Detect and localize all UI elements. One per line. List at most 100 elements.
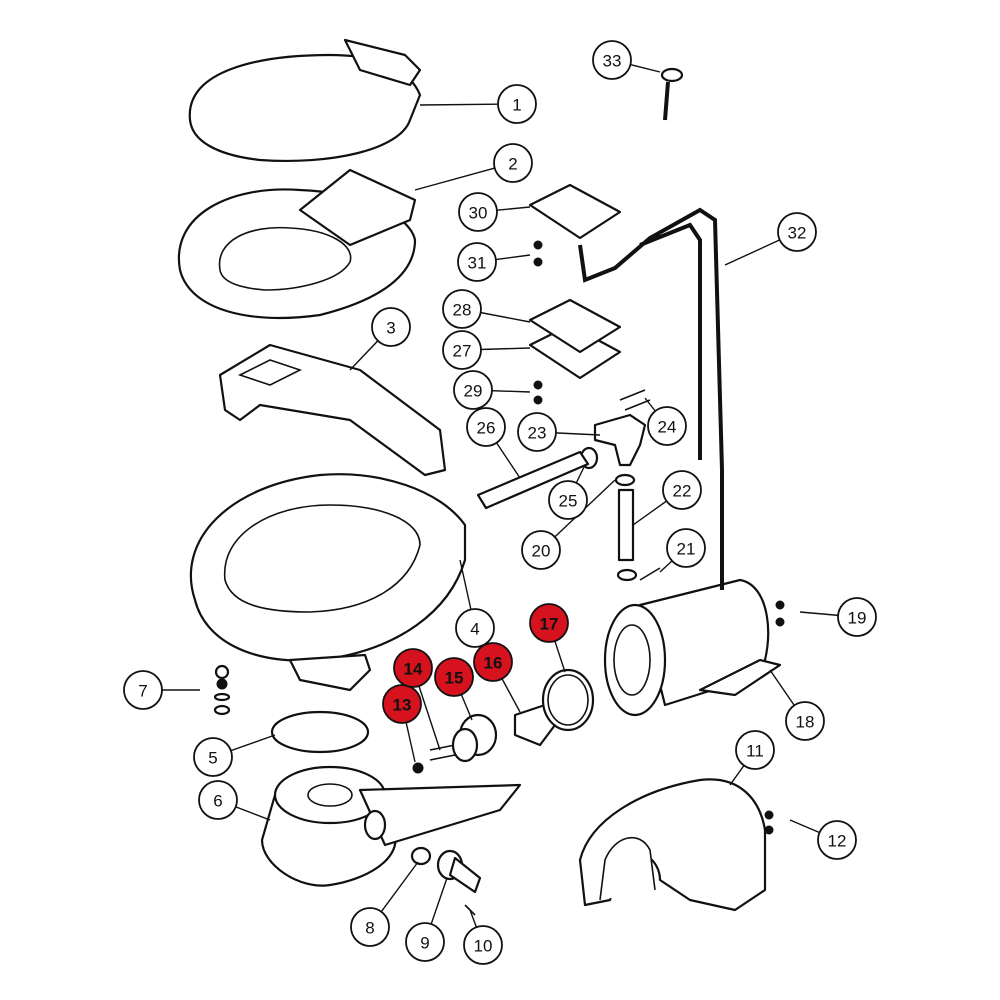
callout-29: 29 bbox=[453, 370, 493, 410]
callout-11: 11 bbox=[735, 730, 775, 770]
callout-27: 27 bbox=[442, 330, 482, 370]
pump-internals bbox=[412, 668, 595, 774]
cable-32 bbox=[578, 207, 724, 590]
callout-17: 17 bbox=[529, 603, 569, 643]
callout-number: 16 bbox=[484, 654, 503, 673]
plate-28 bbox=[528, 298, 622, 354]
callout-30: 30 bbox=[458, 192, 498, 232]
pump-base bbox=[260, 765, 522, 887]
screws-19 bbox=[775, 600, 785, 627]
callout-number: 18 bbox=[796, 713, 815, 732]
fitting-9 bbox=[436, 849, 482, 894]
callout-21: 21 bbox=[666, 528, 706, 568]
screws-24 bbox=[619, 389, 651, 411]
callout-13: 13 bbox=[382, 684, 422, 724]
callout-circle bbox=[473, 642, 513, 682]
callout-circle bbox=[453, 370, 493, 410]
callout-number: 33 bbox=[603, 52, 622, 71]
callout-number: 2 bbox=[508, 155, 517, 174]
callout-circle bbox=[382, 684, 422, 724]
callout-circle bbox=[662, 470, 702, 510]
callout-28: 28 bbox=[442, 289, 482, 329]
callout-circle bbox=[393, 648, 433, 688]
callout-circle bbox=[198, 780, 238, 820]
callout-circle bbox=[497, 84, 537, 124]
parts-artwork bbox=[177, 38, 785, 916]
callout-31: 31 bbox=[457, 242, 497, 282]
callout-number: 24 bbox=[658, 418, 677, 437]
plate-30 bbox=[528, 183, 622, 240]
callout-14: 14 bbox=[393, 648, 433, 688]
callout-circle bbox=[123, 670, 163, 710]
callout-6: 6 bbox=[198, 780, 238, 820]
callout-number: 7 bbox=[138, 682, 147, 701]
callout-8: 8 bbox=[350, 907, 390, 947]
callout-20: 20 bbox=[521, 530, 561, 570]
callout-circle bbox=[193, 737, 233, 777]
callout-circle bbox=[647, 406, 687, 446]
callout-circle bbox=[666, 528, 706, 568]
callout-circle bbox=[371, 307, 411, 347]
callout-circle bbox=[777, 212, 817, 252]
tube-26 bbox=[476, 450, 590, 510]
callout-number: 8 bbox=[365, 919, 374, 938]
callout-number: 10 bbox=[474, 937, 493, 956]
callout-number: 19 bbox=[848, 609, 867, 628]
callout-circle bbox=[466, 407, 506, 447]
callout-number: 13 bbox=[393, 696, 412, 715]
callout-circle bbox=[592, 40, 632, 80]
seat-lid bbox=[188, 38, 422, 163]
callout-number: 1 bbox=[512, 96, 521, 115]
fastener-stack-7 bbox=[213, 664, 231, 716]
callout-number: 17 bbox=[540, 615, 559, 634]
callout-circle bbox=[521, 530, 561, 570]
callout-circle bbox=[529, 603, 569, 643]
callout-5: 5 bbox=[193, 737, 233, 777]
callout-number: 27 bbox=[453, 342, 472, 361]
hinge-bracket bbox=[218, 343, 447, 477]
callout-number: 21 bbox=[677, 540, 696, 559]
callout-number: 3 bbox=[386, 319, 395, 338]
callout-22: 22 bbox=[662, 470, 702, 510]
callout-number: 31 bbox=[468, 254, 487, 273]
callout-number: 4 bbox=[470, 620, 479, 639]
callout-number: 5 bbox=[208, 749, 217, 768]
callout-15: 15 bbox=[434, 657, 474, 697]
motor-cover bbox=[578, 778, 767, 912]
callout-circle bbox=[442, 289, 482, 329]
screws-29 bbox=[533, 380, 543, 405]
callout-number: 28 bbox=[453, 301, 472, 320]
callout-circle bbox=[463, 925, 503, 965]
plug-8 bbox=[410, 846, 432, 866]
screw-33 bbox=[660, 67, 684, 121]
callout-circle bbox=[350, 907, 390, 947]
callout-32: 32 bbox=[777, 212, 817, 252]
callout-circle bbox=[493, 143, 533, 183]
callout-number: 15 bbox=[445, 669, 464, 688]
motor bbox=[603, 578, 782, 717]
callout-4: 4 bbox=[455, 608, 495, 648]
callout-number: 12 bbox=[828, 832, 847, 851]
seat bbox=[177, 168, 417, 320]
callout-number: 14 bbox=[404, 660, 423, 679]
callout-number: 32 bbox=[788, 224, 807, 243]
callout-circle bbox=[457, 242, 497, 282]
callout-number: 20 bbox=[532, 542, 551, 561]
callout-19: 19 bbox=[837, 597, 877, 637]
callout-circle bbox=[817, 820, 857, 860]
callout-number: 26 bbox=[477, 419, 496, 438]
callout-number: 29 bbox=[464, 382, 483, 401]
elbow-23 bbox=[593, 413, 647, 467]
callout-number: 11 bbox=[746, 742, 764, 761]
callout-number: 23 bbox=[528, 424, 547, 443]
callout-number: 6 bbox=[213, 792, 222, 811]
callout-25: 25 bbox=[548, 480, 588, 520]
callout-circle bbox=[785, 701, 825, 741]
callout-3: 3 bbox=[371, 307, 411, 347]
callout-23: 23 bbox=[517, 412, 557, 452]
callout-circle bbox=[548, 480, 588, 520]
callout-1: 1 bbox=[497, 84, 537, 124]
callout-2: 2 bbox=[493, 143, 533, 183]
